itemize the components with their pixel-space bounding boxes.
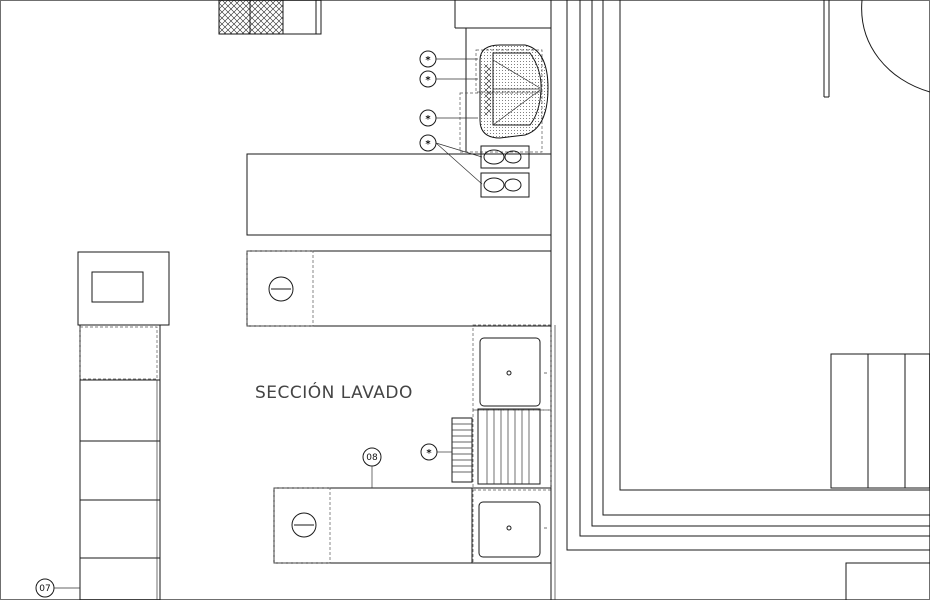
top-crosshatch-element (218, 0, 322, 35)
tag-07: 07 (35, 578, 80, 598)
callout-markers-upper: * * * * (419, 50, 483, 185)
callout-star-3: * (425, 114, 431, 125)
top-cabinet (454, 0, 551, 29)
section-title: SECCIÓN LAVADO (255, 381, 413, 403)
svg-text:08: 08 (366, 453, 378, 463)
upper-counter (246, 153, 552, 327)
callout-star-1: * (425, 55, 431, 66)
svg-text:07: 07 (39, 584, 50, 594)
upper-equipment (459, 28, 549, 153)
small-fixtures (480, 145, 530, 198)
right-stair-block (830, 353, 930, 489)
left-column (77, 251, 170, 600)
tag-08: 08 (362, 447, 382, 488)
lower-counter (273, 487, 552, 564)
central-wall (550, 0, 556, 600)
wash-sinks: * (420, 324, 552, 564)
callout-star-4: * (425, 139, 431, 150)
callout-star-2: * (425, 75, 431, 86)
right-room-outline (566, 0, 930, 600)
callout-star-5: * (426, 448, 432, 459)
